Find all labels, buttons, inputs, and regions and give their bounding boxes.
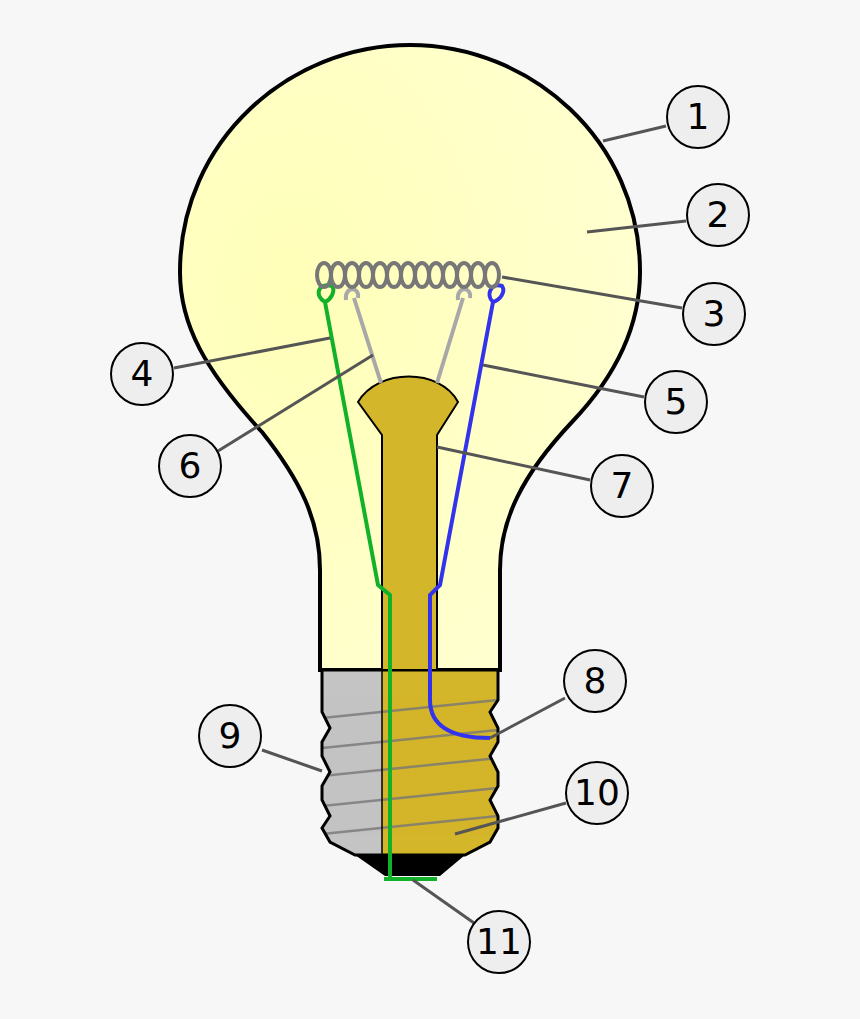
callout-text: 11 xyxy=(476,924,522,960)
lead-wire-blue xyxy=(430,285,503,738)
callout-number: 2 xyxy=(686,183,750,247)
filament-coil xyxy=(317,263,499,287)
screw-base xyxy=(300,660,512,870)
callout-text: 9 xyxy=(219,718,242,754)
foot-contact xyxy=(355,855,465,876)
support-wires xyxy=(346,289,470,383)
callout-number: 10 xyxy=(565,761,629,825)
callout-text: 7 xyxy=(611,468,634,504)
screw-outline xyxy=(322,670,498,855)
callout-text: 1 xyxy=(687,99,710,135)
callout-text: 10 xyxy=(574,775,620,811)
callout-number: 9 xyxy=(198,704,262,768)
callout-number: 6 xyxy=(158,434,222,498)
leader-lines xyxy=(174,126,686,923)
callout-number: 11 xyxy=(467,910,531,974)
glass-bulb xyxy=(180,45,640,670)
callout-text: 8 xyxy=(584,663,607,699)
callout-number: 4 xyxy=(110,342,174,406)
callout-text: 5 xyxy=(665,384,688,420)
callout-number: 5 xyxy=(644,370,708,434)
lead-wire-green xyxy=(319,285,390,878)
callout-number: 7 xyxy=(590,454,654,518)
callout-text: 2 xyxy=(707,197,730,233)
callout-text: 3 xyxy=(703,296,726,332)
callout-text: 6 xyxy=(179,448,202,484)
callout-number: 1 xyxy=(666,85,730,149)
callout-text: 4 xyxy=(131,356,154,392)
callout-number: 8 xyxy=(563,649,627,713)
callout-number: 3 xyxy=(682,282,746,346)
glass-stem xyxy=(358,377,458,671)
